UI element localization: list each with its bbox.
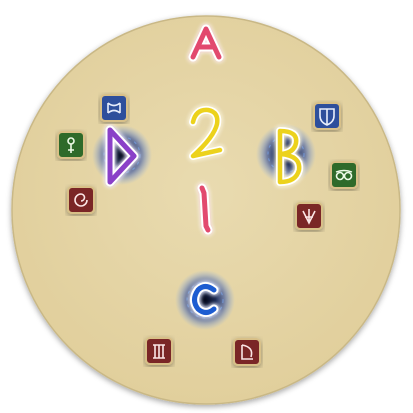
scholar-icon[interactable] <box>330 161 358 189</box>
waymark-b[interactable]: B <box>0 0 304 186</box>
void-c <box>175 270 235 330</box>
dragoon-icon[interactable] <box>295 202 323 230</box>
waymark-c[interactable]: C <box>0 0 219 317</box>
waymark-a[interactable]: A <box>0 0 224 62</box>
summoner-icon[interactable] <box>233 338 261 366</box>
void-d <box>92 125 152 185</box>
monk-icon[interactable] <box>67 186 95 214</box>
paladin-icon[interactable] <box>313 102 341 130</box>
warrior-icon[interactable] <box>100 94 128 122</box>
marker-1[interactable]: 1 <box>0 0 213 235</box>
bard-icon[interactable] <box>145 337 173 365</box>
astrologian-icon[interactable] <box>57 131 85 159</box>
waymark-d[interactable]: D <box>0 0 139 187</box>
marker-2[interactable]: 2 <box>0 0 224 160</box>
